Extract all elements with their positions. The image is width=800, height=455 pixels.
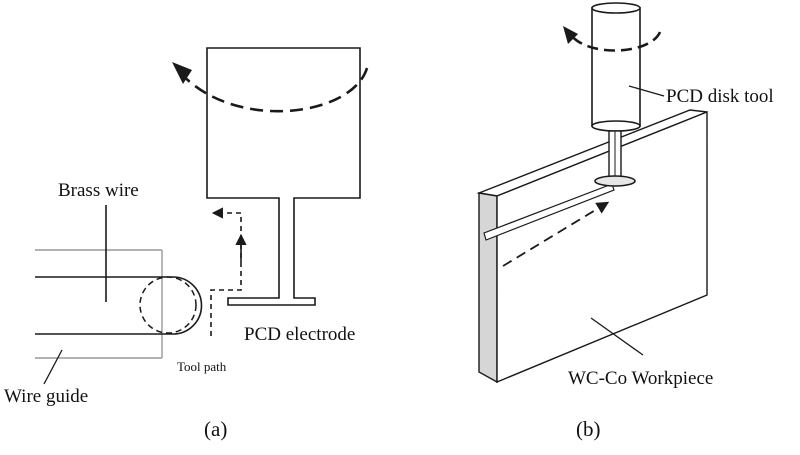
wire-guide-leader: [43, 349, 63, 385]
wc-co-workpiece: [476, 109, 708, 384]
workpiece-label: WC-Co Workpiece: [568, 368, 713, 389]
feed-motion-arrow: [502, 201, 610, 267]
panel-a: Brass wire Wire guide Tool path PCD elec…: [4, 47, 369, 441]
pcd-disk-tool: [591, 2, 641, 187]
pcd-electrode-label: PCD electrode: [244, 324, 355, 345]
pcd-electrode: [206, 47, 361, 306]
caption-b: (b): [576, 417, 601, 441]
disk-tool-leader: [628, 85, 665, 97]
wire-guide-label: Wire guide: [4, 386, 88, 407]
panel-b: PCD disk tool WC-Co Workpiece (b): [476, 2, 774, 441]
rotation-arrowhead-a: [172, 62, 192, 84]
rotation-arrowhead-b: [563, 26, 578, 44]
tool-path: [210, 207, 242, 336]
caption-a: (a): [204, 417, 227, 441]
rotation-arrow-a: [177, 67, 369, 113]
wire-guide: [35, 249, 163, 359]
brass-wire-label: Brass wire: [58, 180, 139, 201]
tool-path-label: Tool path: [177, 359, 227, 374]
disk-tool-label: PCD disk tool: [666, 86, 774, 107]
brass-wire-loop: [35, 276, 203, 335]
workpiece-leader: [590, 317, 644, 356]
rotation-arrow-b: [566, 29, 662, 52]
